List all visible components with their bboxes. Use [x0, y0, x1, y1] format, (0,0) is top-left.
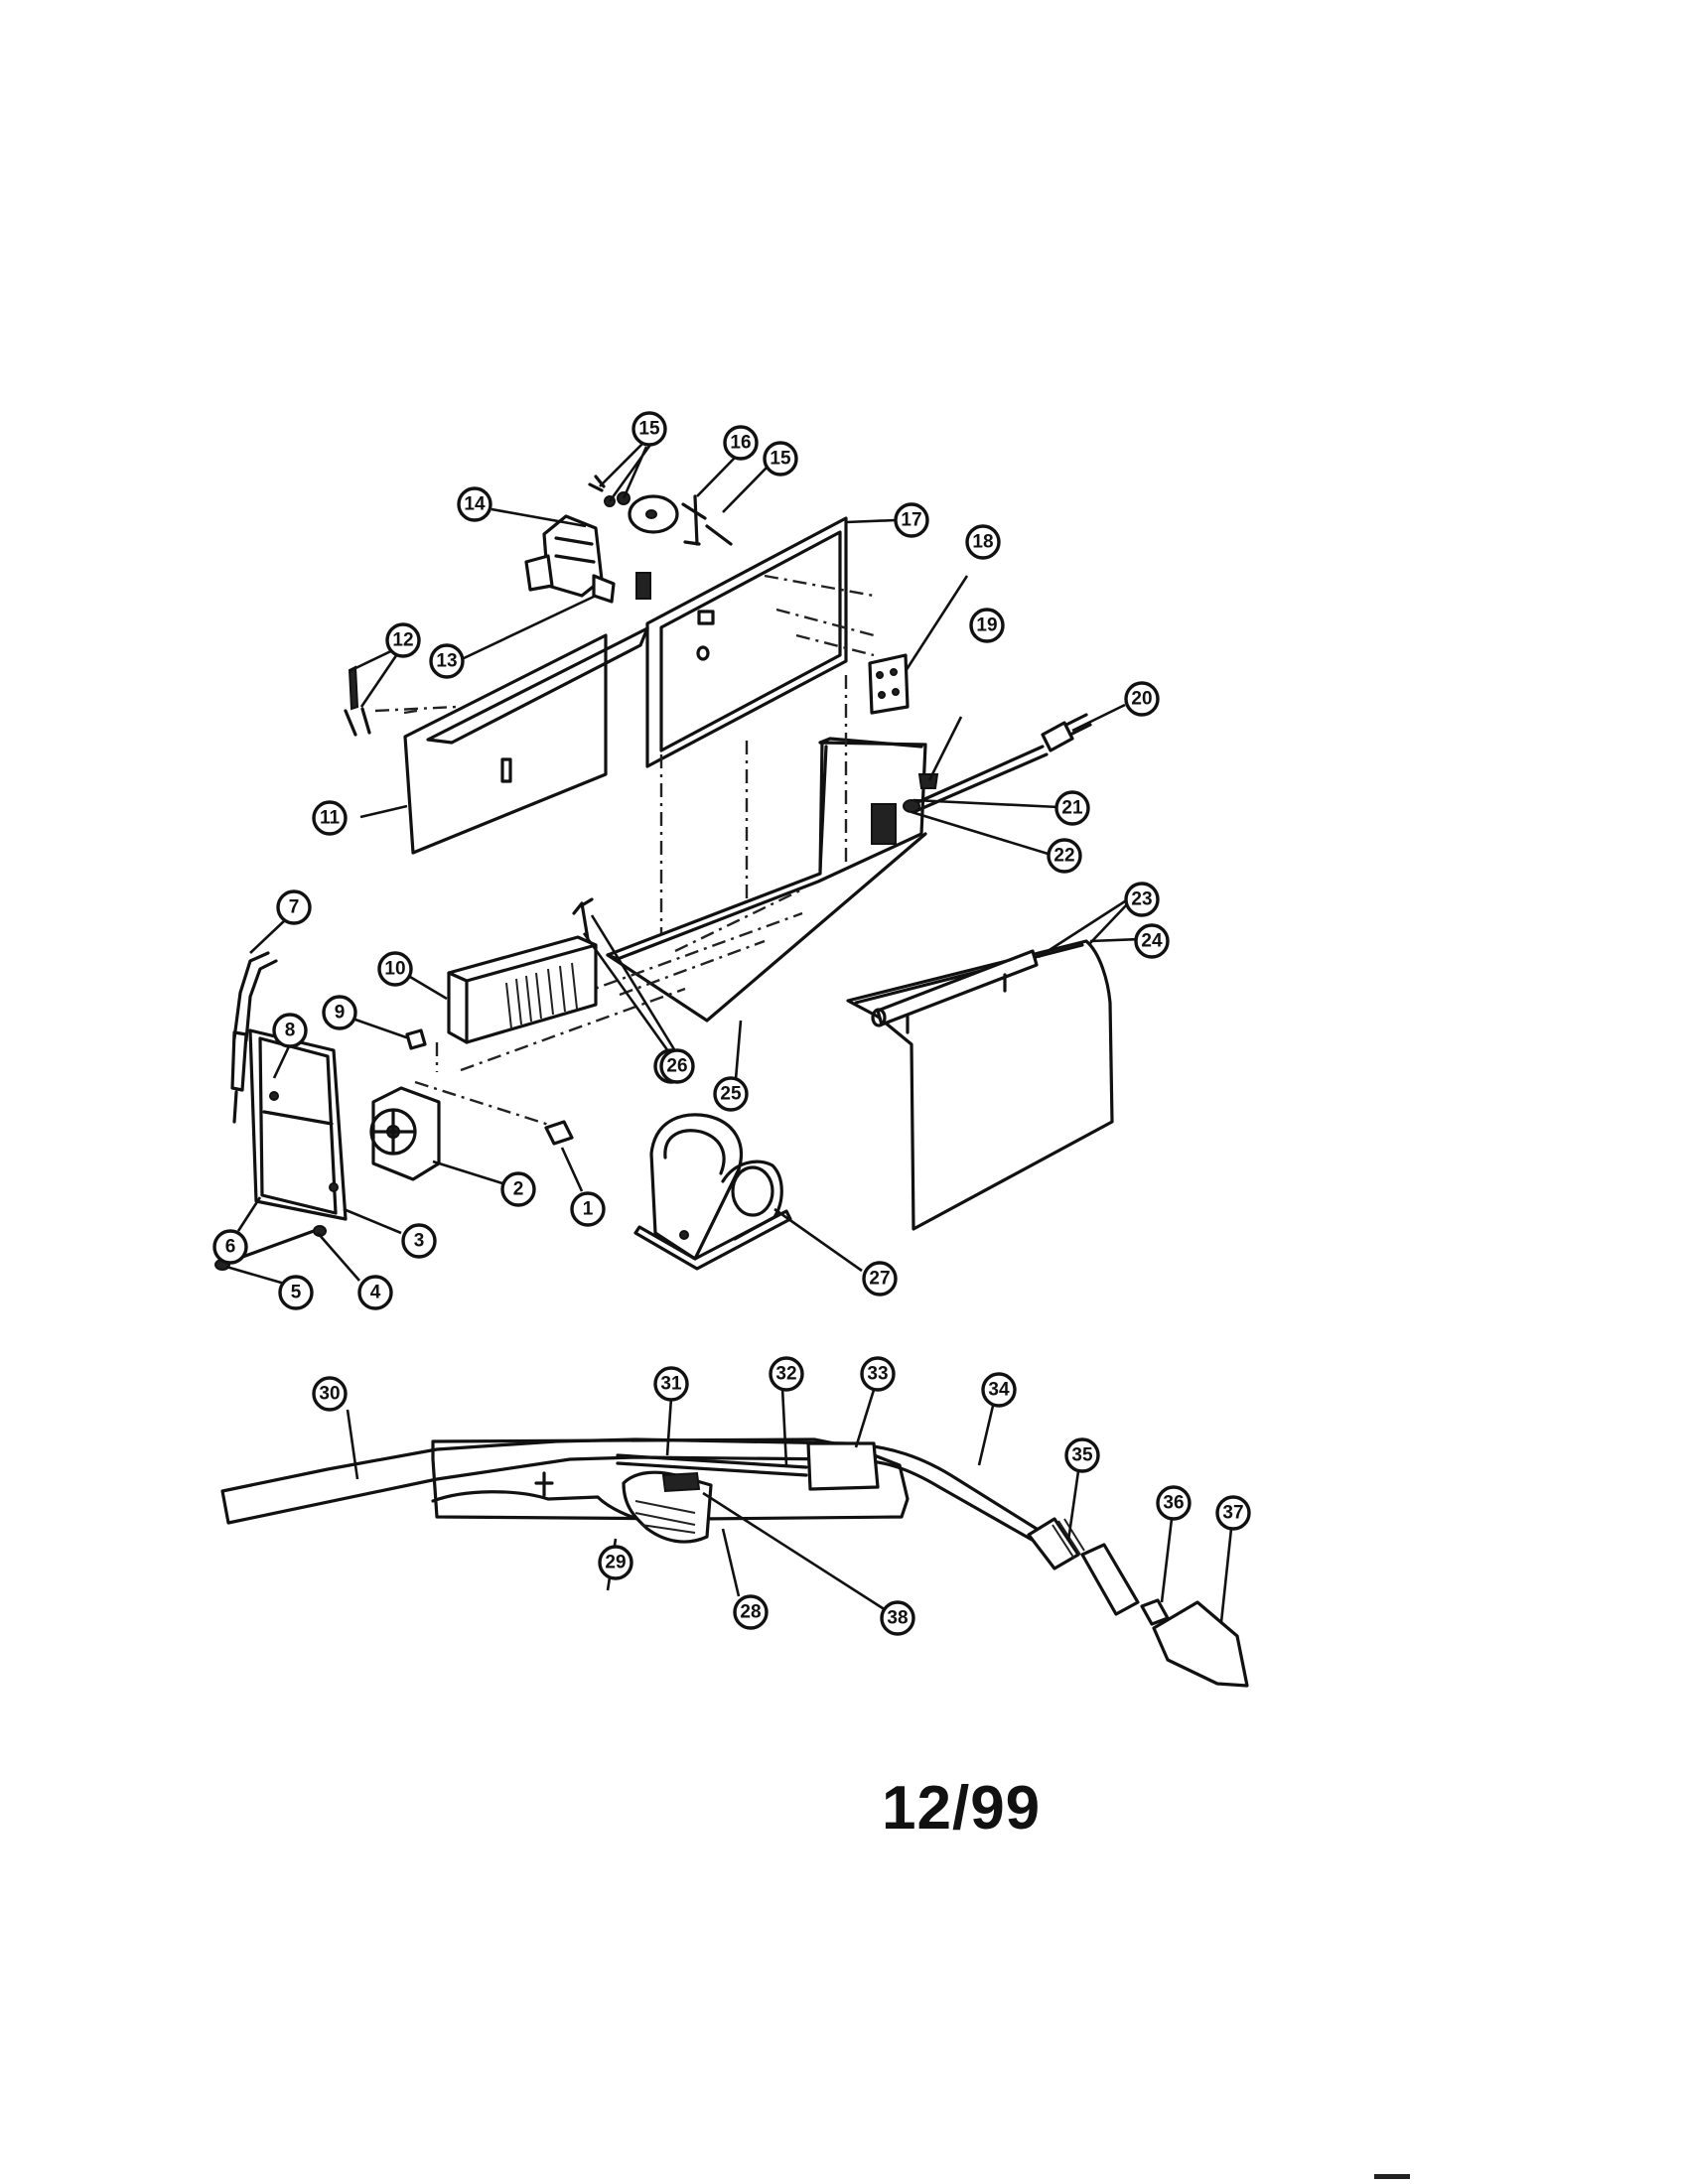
callout-1: 1 [570, 1191, 606, 1227]
mig-gun [220, 1437, 1249, 1688]
svg-text:7: 7 [289, 897, 300, 918]
cooling-fan [369, 1086, 441, 1181]
callout-8: 8 [272, 1013, 308, 1048]
callout-27: 27 [862, 1261, 898, 1297]
svg-text:21: 21 [1061, 798, 1083, 819]
svg-text:18: 18 [972, 532, 993, 553]
callout-3: 3 [401, 1223, 437, 1259]
callout-36: 36 [1156, 1485, 1192, 1521]
callout-26: 26 [659, 1048, 695, 1084]
callout-17: 17 [894, 502, 929, 538]
idler-arm [681, 494, 733, 546]
svg-text:28: 28 [740, 1602, 761, 1623]
callout-6: 6 [212, 1229, 248, 1265]
svg-text:6: 6 [225, 1237, 236, 1258]
callout-24: 24 [1134, 923, 1170, 959]
callout-11: 11 [312, 800, 348, 836]
corner-mark [1374, 2174, 1410, 2179]
svg-text:1: 1 [583, 1199, 594, 1220]
svg-text:5: 5 [291, 1283, 302, 1303]
svg-text:12: 12 [392, 630, 413, 651]
callout-7: 7 [276, 889, 312, 925]
callouts: 1 2 3 4 5 6 24 7 8 9 10 11 12 13 14 15 1… [212, 411, 1251, 1636]
spool-holder [633, 1113, 792, 1271]
front-panel [248, 1028, 348, 1221]
callout-4: 4 [357, 1275, 393, 1310]
callout-21: 21 [1054, 790, 1090, 826]
svg-text:27: 27 [869, 1269, 890, 1290]
svg-text:17: 17 [901, 510, 921, 531]
svg-text:29: 29 [605, 1553, 626, 1573]
svg-text:13: 13 [436, 651, 457, 672]
rectifier [868, 653, 910, 715]
svg-text:30: 30 [319, 1384, 340, 1405]
leader-lines [225, 442, 1233, 1623]
svg-text:38: 38 [887, 1608, 908, 1629]
wire-feed-motor [524, 514, 651, 604]
svg-text:20: 20 [1131, 689, 1152, 710]
center-divider [645, 516, 848, 768]
callout-15: 15 [632, 411, 667, 447]
callout-34: 34 [981, 1372, 1017, 1408]
svg-text:3: 3 [414, 1231, 425, 1252]
svg-text:36: 36 [1163, 1493, 1184, 1514]
callout-22: 22 [1047, 838, 1082, 874]
callout-23: 23 [1124, 882, 1160, 917]
svg-text:34: 34 [988, 1380, 1010, 1401]
callout-14: 14 [457, 486, 492, 522]
svg-text:8: 8 [285, 1021, 296, 1041]
svg-text:31: 31 [660, 1374, 682, 1395]
svg-text:22: 22 [1053, 846, 1074, 867]
svg-text:2: 2 [513, 1179, 524, 1200]
svg-text:37: 37 [1222, 1503, 1243, 1524]
callout-31: 31 [653, 1366, 689, 1402]
callout-37: 37 [1215, 1495, 1251, 1531]
svg-text:25: 25 [720, 1084, 742, 1105]
callout-15: 15 [763, 441, 798, 477]
callout-2: 2 [500, 1171, 536, 1207]
base-tray [606, 737, 927, 1023]
callout-9: 9 [322, 995, 357, 1030]
svg-text:9: 9 [335, 1003, 346, 1024]
svg-text:33: 33 [867, 1364, 888, 1385]
callout-32: 32 [769, 1356, 804, 1392]
svg-text:19: 19 [976, 615, 997, 636]
svg-text:10: 10 [384, 959, 405, 980]
svg-text:32: 32 [775, 1364, 796, 1385]
svg-text:16: 16 [730, 433, 751, 454]
callout-33: 33 [860, 1356, 896, 1392]
gun-adapter [230, 951, 278, 1124]
callout-25: 25 [713, 1076, 749, 1112]
svg-text:11: 11 [320, 808, 341, 829]
callout-19: 19 [969, 608, 1005, 643]
cover-handle [871, 949, 1039, 1034]
callout-5: 5 [278, 1275, 314, 1310]
callout-38: 38 [880, 1600, 915, 1636]
callout-18: 18 [965, 524, 1001, 560]
callout-20: 20 [1124, 681, 1160, 717]
panel-clips [344, 665, 371, 737]
callout-28: 28 [733, 1594, 769, 1630]
svg-text:15: 15 [638, 419, 660, 440]
revision-date: 12/99 [882, 1774, 1042, 1843]
svg-text:14: 14 [464, 494, 486, 515]
transformer [447, 935, 598, 1044]
svg-text:26: 26 [666, 1056, 687, 1077]
svg-text:23: 23 [1131, 889, 1152, 910]
svg-text:24: 24 [1141, 931, 1163, 952]
callout-35: 35 [1064, 1437, 1100, 1473]
side-panel [403, 626, 649, 855]
svg-text:35: 35 [1071, 1445, 1093, 1466]
callout-12: 12 [385, 622, 421, 658]
svg-text:15: 15 [770, 449, 791, 470]
callout-13: 13 [429, 643, 465, 679]
callout-30: 30 [312, 1376, 348, 1412]
callout-29: 29 [598, 1545, 633, 1580]
callout-10: 10 [377, 951, 413, 987]
svg-text:4: 4 [370, 1283, 381, 1303]
callout-16: 16 [723, 425, 759, 461]
